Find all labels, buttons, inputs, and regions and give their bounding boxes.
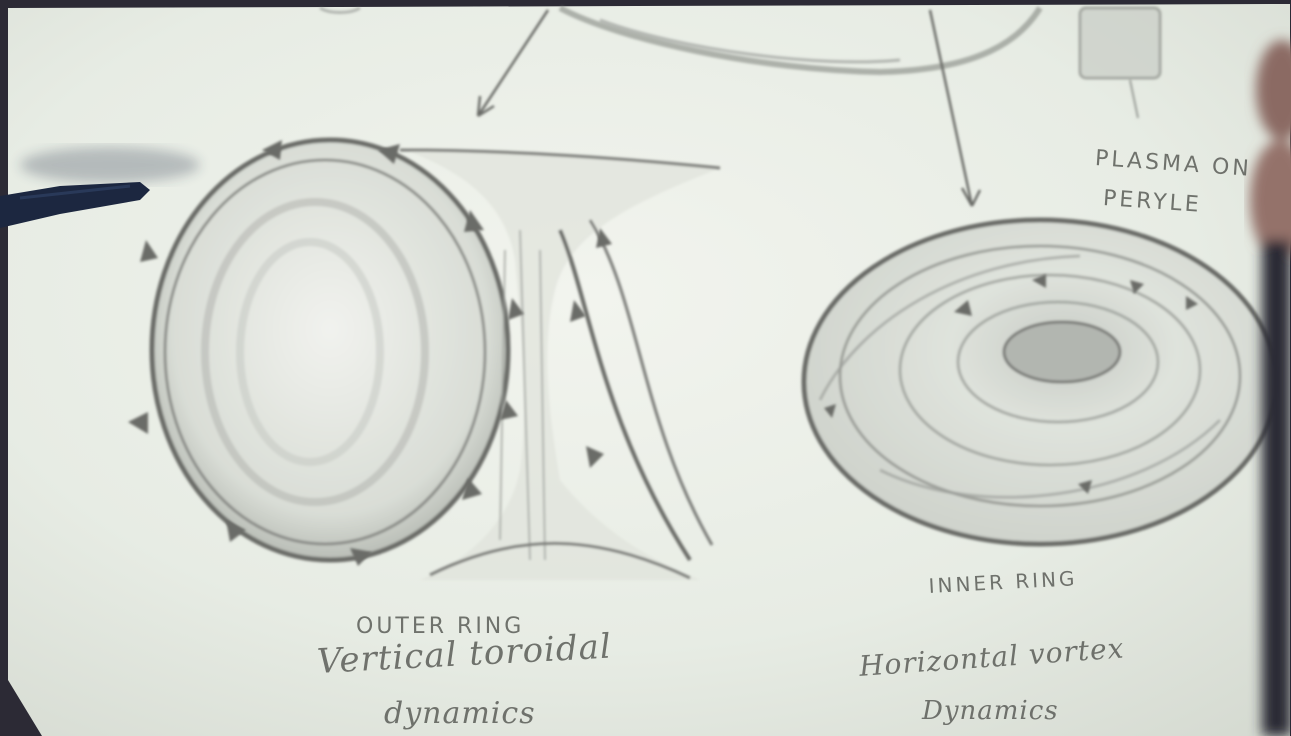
inner-ring-caption-line2: Dynamics	[922, 696, 1059, 726]
inner-ring-vortex	[804, 220, 1276, 544]
outer-ring-caption-line2: dynamics	[384, 696, 536, 731]
